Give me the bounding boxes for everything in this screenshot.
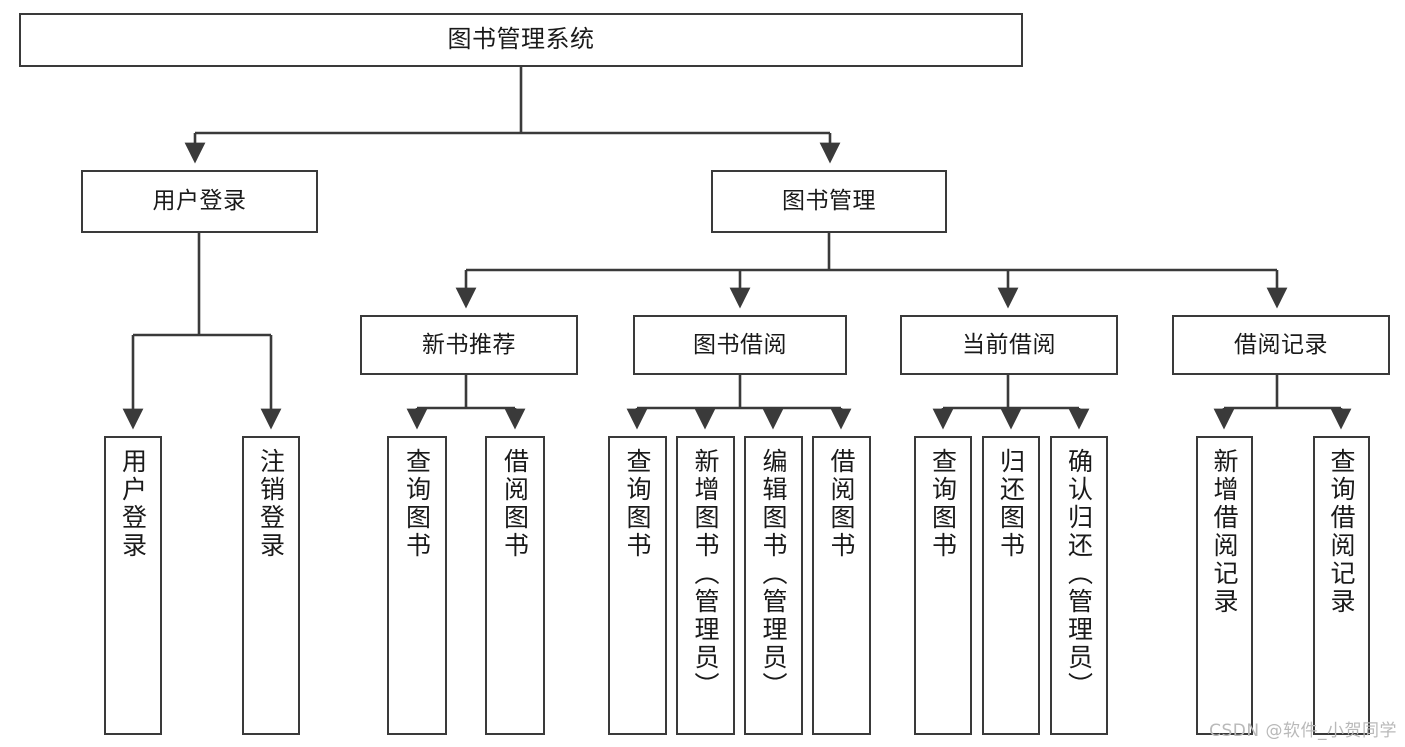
node-leaf-query-book-3[interactable]: 查询图书	[914, 436, 972, 735]
node-leaf-confirm-return[interactable]: 确认归还（管理员）	[1050, 436, 1108, 735]
node-leaf-add-book-label: 新增图书（管理员）	[691, 448, 720, 700]
node-leaf-return-book[interactable]: 归还图书	[982, 436, 1040, 735]
node-current-borrow-label: 当前借阅	[962, 331, 1056, 358]
node-leaf-query-book-1-label: 查询图书	[402, 448, 432, 560]
node-user-login-label: 用户登录	[152, 188, 247, 215]
node-leaf-add-book[interactable]: 新增图书（管理员）	[676, 436, 735, 735]
node-leaf-query-book-2[interactable]: 查询图书	[608, 436, 667, 735]
node-book-manage[interactable]: 图书管理	[711, 170, 947, 233]
node-leaf-logout-label: 注销登录	[256, 448, 286, 560]
node-borrow-record-label: 借阅记录	[1234, 331, 1328, 358]
node-book-manage-label: 图书管理	[782, 188, 876, 215]
node-leaf-query-record[interactable]: 查询借阅记录	[1313, 436, 1370, 735]
node-leaf-return-book-label: 归还图书	[996, 448, 1026, 560]
node-root-label: 图书管理系统	[447, 25, 595, 54]
node-leaf-query-book-3-label: 查询图书	[928, 448, 958, 560]
node-leaf-logout[interactable]: 注销登录	[242, 436, 300, 735]
node-leaf-query-book-1[interactable]: 查询图书	[387, 436, 447, 735]
node-leaf-borrow-book-1[interactable]: 借阅图书	[485, 436, 545, 735]
node-leaf-add-record[interactable]: 新增借阅记录	[1196, 436, 1253, 735]
watermark-text: CSDN @软件_小贺同学	[1209, 721, 1397, 741]
node-root[interactable]: 图书管理系统	[19, 13, 1023, 67]
node-leaf-edit-book[interactable]: 编辑图书（管理员）	[744, 436, 803, 735]
node-leaf-borrow-book-2[interactable]: 借阅图书	[812, 436, 871, 735]
node-current-borrow[interactable]: 当前借阅	[900, 315, 1118, 375]
node-leaf-borrow-book-1-label: 借阅图书	[500, 448, 530, 560]
node-leaf-add-record-label: 新增借阅记录	[1210, 448, 1239, 616]
node-leaf-user-login-label: 用户登录	[118, 448, 148, 560]
node-leaf-edit-book-label: 编辑图书（管理员）	[759, 448, 788, 700]
node-leaf-query-record-label: 查询借阅记录	[1327, 448, 1356, 616]
node-new-book-rec-label: 新书推荐	[422, 331, 516, 358]
node-book-borrow-label: 图书借阅	[693, 331, 787, 358]
node-new-book-rec[interactable]: 新书推荐	[360, 315, 578, 375]
node-leaf-user-login[interactable]: 用户登录	[104, 436, 162, 735]
node-book-borrow[interactable]: 图书借阅	[633, 315, 847, 375]
node-borrow-record[interactable]: 借阅记录	[1172, 315, 1390, 375]
node-leaf-query-book-2-label: 查询图书	[623, 448, 652, 560]
node-user-login[interactable]: 用户登录	[81, 170, 318, 233]
node-leaf-confirm-return-label: 确认归还（管理员）	[1064, 448, 1094, 700]
node-leaf-borrow-book-2-label: 借阅图书	[827, 448, 856, 560]
